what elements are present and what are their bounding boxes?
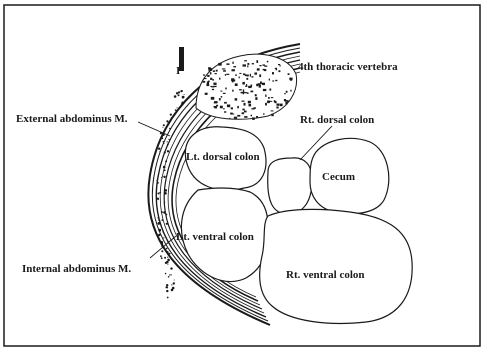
lt-ventral-colon-label: Lt. ventral colon bbox=[176, 231, 254, 243]
external-muscle-label: External abdominus M. bbox=[16, 113, 128, 125]
rt-ventral-colon-shape bbox=[260, 209, 412, 323]
rt-ventral-colon-label: Rt. ventral colon bbox=[286, 269, 365, 281]
rt-dorsal-colon-label: Rt. dorsal colon bbox=[300, 114, 374, 126]
cecum-label: Cecum bbox=[322, 171, 355, 183]
internal-muscle-label: Internal abdominus M. bbox=[22, 263, 131, 275]
vertebra-label: 4th thoracic vertebra bbox=[298, 61, 398, 73]
rt-dorsal-colon-shape bbox=[268, 158, 312, 214]
lt-dorsal-colon-label: Lt. dorsal colon bbox=[186, 151, 260, 163]
orientation-marker-label: I bbox=[176, 65, 180, 77]
